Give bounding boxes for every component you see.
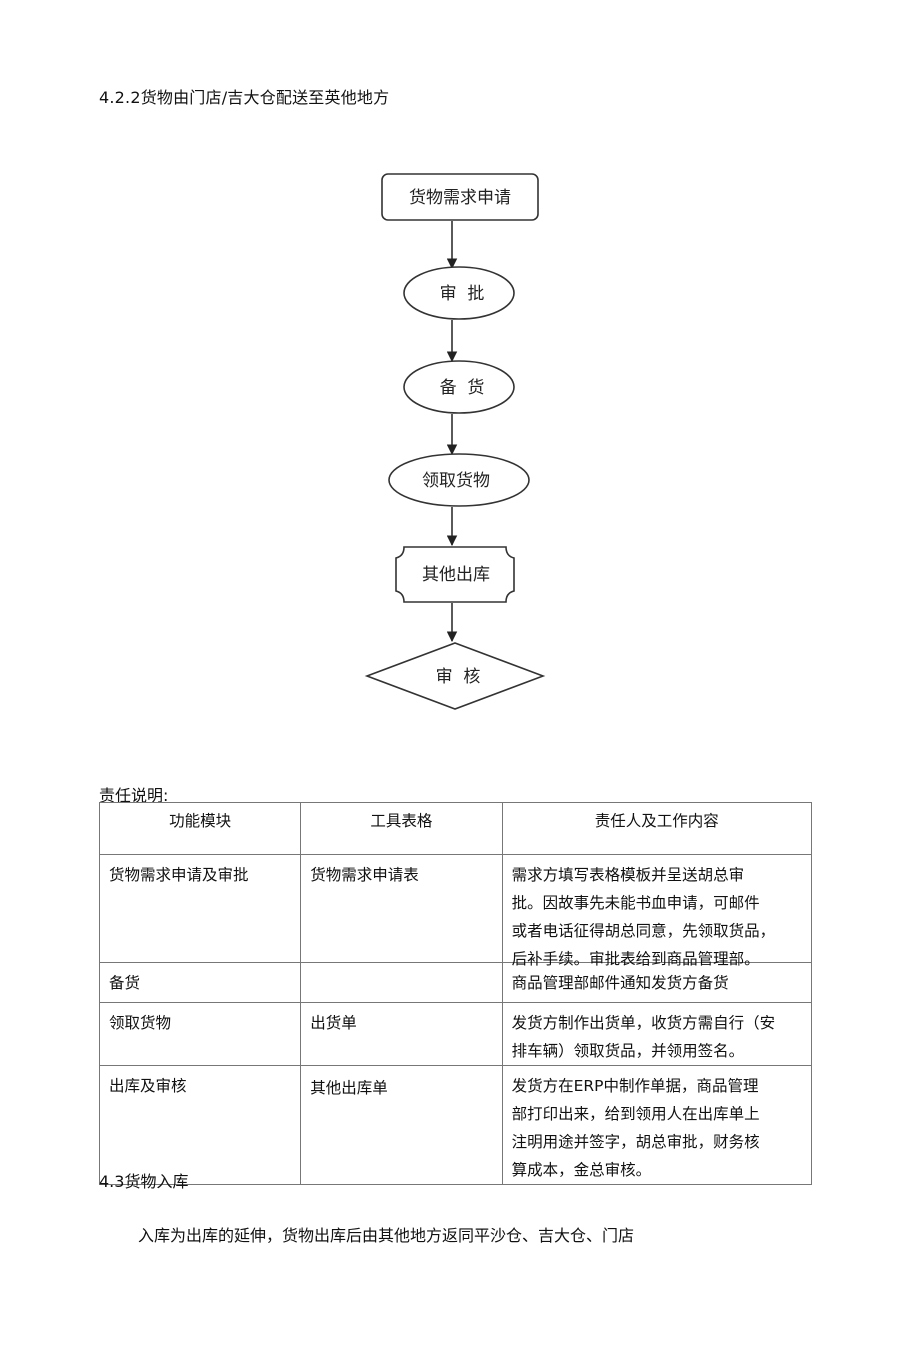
table-row: 领取货物 出货单 发货方制作出货单，收货方需自行（安 排车辆）领取货品，并领用签…	[98, 1002, 813, 1066]
content-line: 排车辆）领取货品，并领用签名。	[511, 1042, 745, 1060]
content-line: 部打印出来，给到领用人在出库单上	[511, 1105, 760, 1123]
flow-step-audit-label: 审 核	[436, 667, 481, 687]
row-tool: 其他出库单	[310, 1079, 388, 1097]
responsibility-label: 责任说明:	[99, 786, 169, 805]
flow-step-approve: 审 批	[403, 266, 515, 320]
responsibility-table: 功能模块 工具表格 责任人及工作内容 货物需求申请及审批 货物需求申请表 需求方…	[98, 802, 813, 1185]
flow-step-prepare: 备 货	[403, 360, 515, 414]
row-tool	[301, 963, 501, 969]
header-content: 责任人及工作内容	[501, 802, 813, 855]
row-module: 领取货物	[109, 1014, 172, 1032]
row-tool: 货物需求申请表	[310, 866, 419, 884]
content-line: 或者电话征得胡总同意，先领取货品，	[511, 922, 776, 940]
section-heading-4-2-2: 4.2.2货物由门店/吉大仓配送至英他地方	[99, 88, 390, 107]
content-line: 商品管理部邮件通知发货方备货	[511, 974, 729, 992]
row-module: 出库及审核	[109, 1077, 187, 1095]
flow-step-receive-label: 领取货物	[422, 471, 490, 491]
row-content: 发货方制作出货单，收货方需自行（安 排车辆）领取货品，并领用签名。	[503, 1003, 811, 1065]
flowchart: 货物需求申请 审 批 备 货 领取货物 其他出库 审 核	[364, 173, 546, 710]
row-tool: 出货单	[310, 1014, 357, 1032]
flow-step-audit: 审 核	[364, 642, 546, 710]
row-module: 货物需求申请及审批	[109, 866, 249, 884]
flow-step-receive: 领取货物	[388, 453, 530, 507]
table-header-row: 功能模块 工具表格 责任人及工作内容	[98, 802, 813, 855]
flow-step-prepare-label: 备 货	[440, 378, 485, 398]
content-line: 算成本，金总审核。	[511, 1161, 652, 1179]
row-module: 备货	[109, 974, 141, 992]
header-module: 功能模块	[98, 802, 302, 855]
flow-step-request: 货物需求申请	[381, 173, 539, 221]
row-content: 发货方在ERP中制作单据，商品管理 部打印出来，给到领用人在出库单上 注明用途并…	[503, 1066, 811, 1184]
content-line: 注明用途并签字，胡总审批，财务核	[511, 1133, 760, 1151]
row-content: 需求方填写表格模板并呈送胡总审 批。因故事先未能书血申请，可邮件 或者电话征得胡…	[503, 855, 811, 968]
flow-step-other-outbound-label: 其他出库	[422, 565, 490, 585]
header-tool: 工具表格	[300, 802, 503, 855]
content-line: 后补手续。审批表给到商品管理部。	[511, 950, 760, 968]
row-content: 商品管理部邮件通知发货方备货	[503, 963, 811, 997]
flow-step-other-outbound: 其他出库	[395, 546, 515, 603]
content-line: 需求方填写表格模板并呈送胡总审	[511, 866, 745, 884]
table-row: 出库及审核 其他出库单 发货方在ERP中制作单据，商品管理 部打印出来，给到领用…	[98, 1065, 813, 1185]
content-line: 发货方在ERP中制作单据，商品管理	[511, 1077, 759, 1095]
content-line: 发货方制作出货单，收货方需自行（安	[511, 1014, 776, 1032]
section-heading-4-3: 4.3货物入库	[99, 1172, 189, 1191]
flow-step-approve-label: 审 批	[440, 284, 485, 304]
content-line: 批。因故事先未能书血申请，可邮件	[511, 894, 760, 912]
table-row: 备货 商品管理部邮件通知发货方备货	[98, 962, 813, 1003]
body-paragraph: 入库为出库的延伸，货物出库后由其他地方返同平沙仓、吉大仓、门店	[138, 1226, 635, 1245]
flow-step-request-label: 货物需求申请	[409, 188, 511, 208]
table-row: 货物需求申请及审批 货物需求申请表 需求方填写表格模板并呈送胡总审 批。因故事先…	[98, 854, 813, 968]
